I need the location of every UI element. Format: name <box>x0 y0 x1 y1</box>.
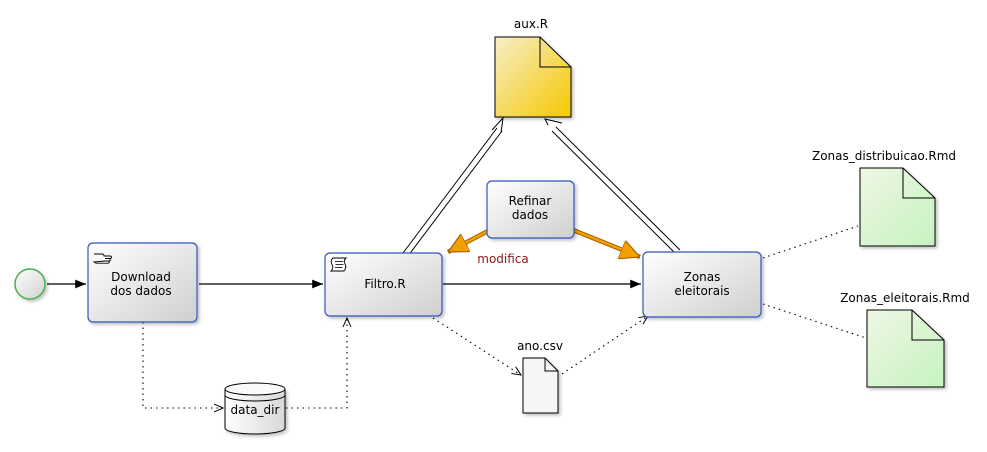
flow-zonas-to-aux <box>544 118 681 255</box>
task-refinar[interactable]: Refinar dados <box>486 180 575 239</box>
script-task-icon <box>329 257 348 272</box>
assoc-zonas-to-rmd-ele <box>762 303 867 339</box>
csv-file-icon <box>522 357 559 414</box>
task-filtro-label: Filtro.R <box>364 277 405 291</box>
artifact-data-dir[interactable]: data_dir <box>224 382 286 435</box>
zonas-distribuicao-label: Zonas_distribuicao.Rmd <box>812 149 956 163</box>
artifact-ano-csv[interactable]: ano.csv <box>517 339 563 414</box>
aux-file-icon <box>494 36 572 118</box>
manual-task-hand-icon <box>92 253 112 264</box>
flow-refinar-to-zonas <box>572 227 640 257</box>
task-zonas-label-line1: Zonas <box>684 270 721 284</box>
assoc-ano-to-zonas <box>561 316 648 375</box>
aux-r-label: aux.R <box>514 17 548 31</box>
task-filtro[interactable]: Filtro.R <box>324 252 443 317</box>
rmd-file-icon <box>859 167 936 247</box>
flow-filtro-to-aux <box>402 116 504 257</box>
task-download[interactable]: Download dos dados <box>87 242 198 323</box>
ano-csv-label: ano.csv <box>517 339 563 353</box>
assoc-data-dir-to-filtro <box>286 318 347 409</box>
assoc-filtro-to-ano <box>432 317 521 375</box>
flow-refinar-to-filtro <box>448 229 490 254</box>
task-refinar-label-line1: Refinar <box>509 194 552 208</box>
task-download-label-line2: dos dados <box>110 284 171 298</box>
zonas-eleitorais-label: Zonas_eleitorais.Rmd <box>840 291 970 305</box>
data-dir-label: data_dir <box>231 403 280 417</box>
assoc-zonas-to-rmd-dist <box>762 225 859 259</box>
task-zonas-label-line2: eleitorais <box>674 284 729 298</box>
modifica-label: modifica <box>477 252 529 266</box>
task-zonas[interactable]: Zonas eleitorais <box>642 251 762 318</box>
task-refinar-label-line2: dados <box>512 208 548 222</box>
artifact-zonas-distribuicao[interactable]: Zonas_distribuicao.Rmd <box>812 149 956 247</box>
task-download-label-line1: Download <box>111 270 171 284</box>
rmd-file-icon <box>866 309 945 388</box>
assoc-download-to-data-dir <box>142 322 223 408</box>
start-event[interactable] <box>14 268 46 300</box>
artifact-zonas-eleitorais[interactable]: Zonas_eleitorais.Rmd <box>840 291 970 388</box>
artifact-aux-r[interactable]: aux.R <box>494 17 572 118</box>
